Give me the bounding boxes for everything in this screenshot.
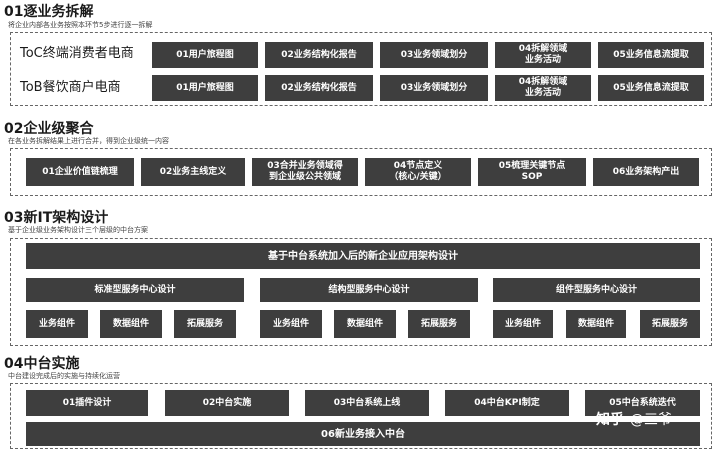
section-1-frame	[10, 32, 712, 106]
agg-step-4: 04节点定义 （核心/关键）	[365, 158, 471, 186]
row-label-toc: ToC终端消费者电商	[20, 46, 134, 61]
g2-data-component: 数据组件	[334, 310, 396, 338]
section-4-title: 04中台实施	[4, 356, 80, 372]
g3-extension-service: 拓展服务	[640, 310, 700, 338]
section-3-title: 03新IT架构设计	[4, 210, 109, 226]
g1-business-component: 业务组件	[26, 310, 88, 338]
section-3-subtitle: 基于企业级业务架构设计三个层级的中台方案	[8, 226, 148, 234]
watermark: 知乎 @三爷	[596, 409, 672, 429]
agg-step-6: 06业务架构产出	[593, 158, 699, 186]
agg-step-2: 02业务主线定义	[141, 158, 245, 186]
section-2-title: 02企业级聚合	[4, 121, 94, 137]
group-standard-title: 标准型服务中心设计	[26, 278, 244, 302]
g1-data-component: 数据组件	[100, 310, 162, 338]
section-4-subtitle: 中台建设完成后的实施与持续化运营	[8, 372, 120, 380]
tob-step-2: 02业务结构化报告	[265, 75, 373, 101]
g2-business-component: 业务组件	[260, 310, 322, 338]
impl-step-2: 02中台实施	[165, 390, 289, 416]
toc-step-5: 05业务信息流提取	[598, 42, 704, 68]
group-structural-title: 结构型服务中心设计	[260, 278, 478, 302]
agg-step-1: 01企业价值链梳理	[26, 158, 134, 186]
impl-step-3: 03中台系统上线	[305, 390, 429, 416]
zhihu-logo: 知乎	[596, 412, 624, 428]
section-1-title: 01逐业务拆解	[4, 4, 94, 20]
tob-step-3: 03业务领域划分	[380, 75, 488, 101]
g3-data-component: 数据组件	[566, 310, 626, 338]
toc-step-2: 02业务结构化报告	[265, 42, 373, 68]
g2-extension-service: 拓展服务	[408, 310, 470, 338]
g3-business-component: 业务组件	[493, 310, 553, 338]
agg-step-3: 03合并业务领域得 到企业级公共领域	[252, 158, 358, 186]
tob-step-1: 01用户旅程图	[152, 75, 258, 101]
section-4-frame	[10, 383, 712, 449]
toc-step-3: 03业务领域划分	[380, 42, 488, 68]
g1-extension-service: 拓展服务	[174, 310, 236, 338]
section-2-frame	[10, 148, 712, 196]
toc-step-4: 04拆解领域 业务活动	[495, 42, 591, 68]
arch-top-banner: 基于中台系统加入后的新企业应用架构设计	[26, 243, 700, 269]
section-2-subtitle: 在各业务拆解结果上进行合并，得到企业级统一内容	[8, 137, 169, 145]
impl-step-1: 01插件设计	[26, 390, 148, 416]
agg-step-5: 05梳理关键节点 SOP	[478, 158, 586, 186]
row-label-tob: ToB餐饮商户电商	[20, 80, 121, 95]
impl-step-6: 06新业务接入中台	[26, 422, 700, 446]
section-3-frame	[10, 238, 712, 346]
tob-step-5: 05业务信息流提取	[598, 75, 704, 101]
group-component-title: 组件型服务中心设计	[493, 278, 700, 302]
impl-step-5: 05中台系统迭代	[585, 390, 700, 416]
section-1-subtitle: 将企业内部各业务按照本环节5步进行逐一拆解	[8, 21, 153, 29]
tob-step-4: 04拆解领域 业务活动	[495, 75, 591, 101]
watermark-handle: @三爷	[630, 412, 672, 428]
impl-step-4: 04中台KPI制定	[445, 390, 569, 416]
toc-step-1: 01用户旅程图	[152, 42, 258, 68]
